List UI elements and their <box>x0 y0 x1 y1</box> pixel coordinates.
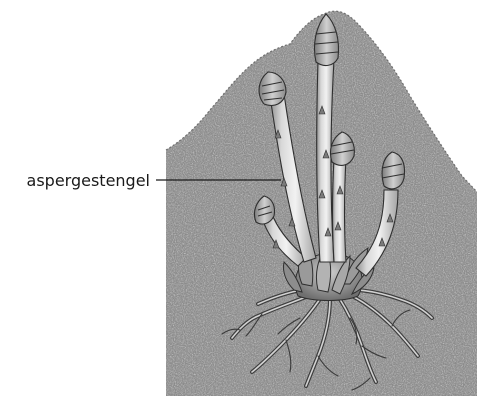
stem-label: aspergestengel <box>27 171 150 190</box>
